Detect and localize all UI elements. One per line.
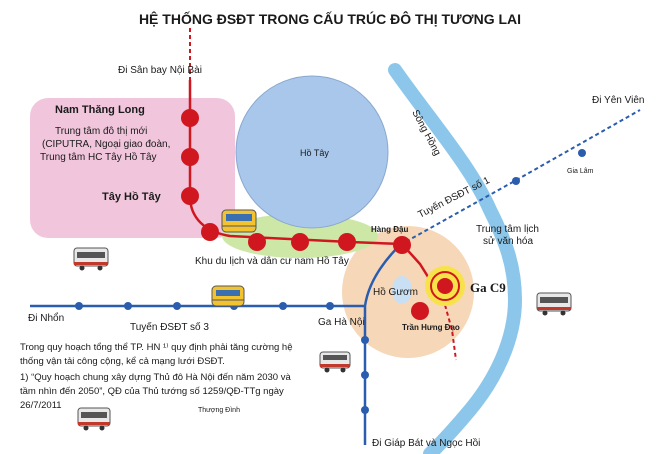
blue-stations [75, 149, 586, 414]
label-ho-guom: Hồ Gươm [373, 286, 418, 298]
map-title: HỆ THỐNG ĐSĐT TRONG CẤU TRÚC ĐÔ THỊ TƯƠN… [139, 10, 521, 27]
tram-icon [211, 285, 245, 307]
red-river [388, 63, 523, 454]
ho-guom-lake [392, 276, 412, 304]
line-1-dashed [399, 109, 641, 246]
red-line-south-dashed [444, 304, 457, 361]
label-hang-dau: Hàng Đậu [371, 225, 408, 234]
note-line-5: 26/7/2011 [20, 400, 62, 411]
label-ga-c9: Ga C9 [470, 280, 506, 295]
tram-icon [221, 209, 257, 233]
label-line-3: Tuyến ĐSĐT số 3 [130, 321, 209, 333]
label-tran-hung-dao: Trần Hưng Đạo [402, 323, 460, 332]
note-line-2: thống vận tải công cộng, kể cả mạng lưới… [20, 356, 225, 367]
label-tay-ho-tay: Tây Hồ Tây [102, 191, 162, 203]
nam-thang-long-zone [30, 98, 235, 238]
note-line-4: tầm nhìn đến 2050”, QĐ của Thủ tướng số … [20, 386, 284, 397]
label-center-3: Trung tâm HC Tây Hồ Tây [40, 151, 157, 163]
label-thuong-dinh: Thượng Đình [198, 407, 240, 414]
ga-c9-ring [430, 271, 460, 301]
label-giap-bat: Đi Giáp Bát và Ngọc Hồi [372, 437, 480, 449]
label-ga-ha-noi: Ga Hà Nội [318, 317, 365, 328]
note-line-1: Trong quy hoạch tổng thể TP. HN ¹⁾ quy đ… [20, 342, 292, 353]
label-heritage-2: sử văn hóa [483, 235, 533, 247]
label-yen-vien: Đi Yên Viên [592, 95, 644, 106]
note-line-3: 1) “Quy hoạch chung xây dựng Thủ đô Hà N… [20, 372, 291, 383]
label-center-2: (CIPUTRA, Ngoại giao đoàn, [42, 139, 170, 150]
bus-icon [319, 351, 351, 373]
ga-c9-station[interactable] [437, 278, 453, 294]
label-airport: Đi Sân bay Nội Bài [118, 65, 202, 76]
ho-tay-lake [235, 75, 389, 229]
red-stations [181, 109, 429, 320]
label-center-1: Trung tâm đô thị mới [55, 126, 147, 137]
label-south-lake: Khu du lịch và dân cư nam Hồ Tây [195, 255, 349, 267]
label-gia-lam: Gia Lâm [567, 168, 594, 175]
line-3-south-track [363, 244, 401, 445]
label-ho-tay: Hồ Tây [300, 148, 329, 158]
label-heritage-1: Trung tâm lịch [476, 224, 539, 235]
label-nhon: Đi Nhổn [28, 312, 64, 324]
bus-icon [73, 247, 109, 271]
bus-icon [77, 407, 111, 431]
label-nam-thang-long: Nam Thăng Long [55, 104, 145, 116]
bus-icon [536, 292, 572, 316]
